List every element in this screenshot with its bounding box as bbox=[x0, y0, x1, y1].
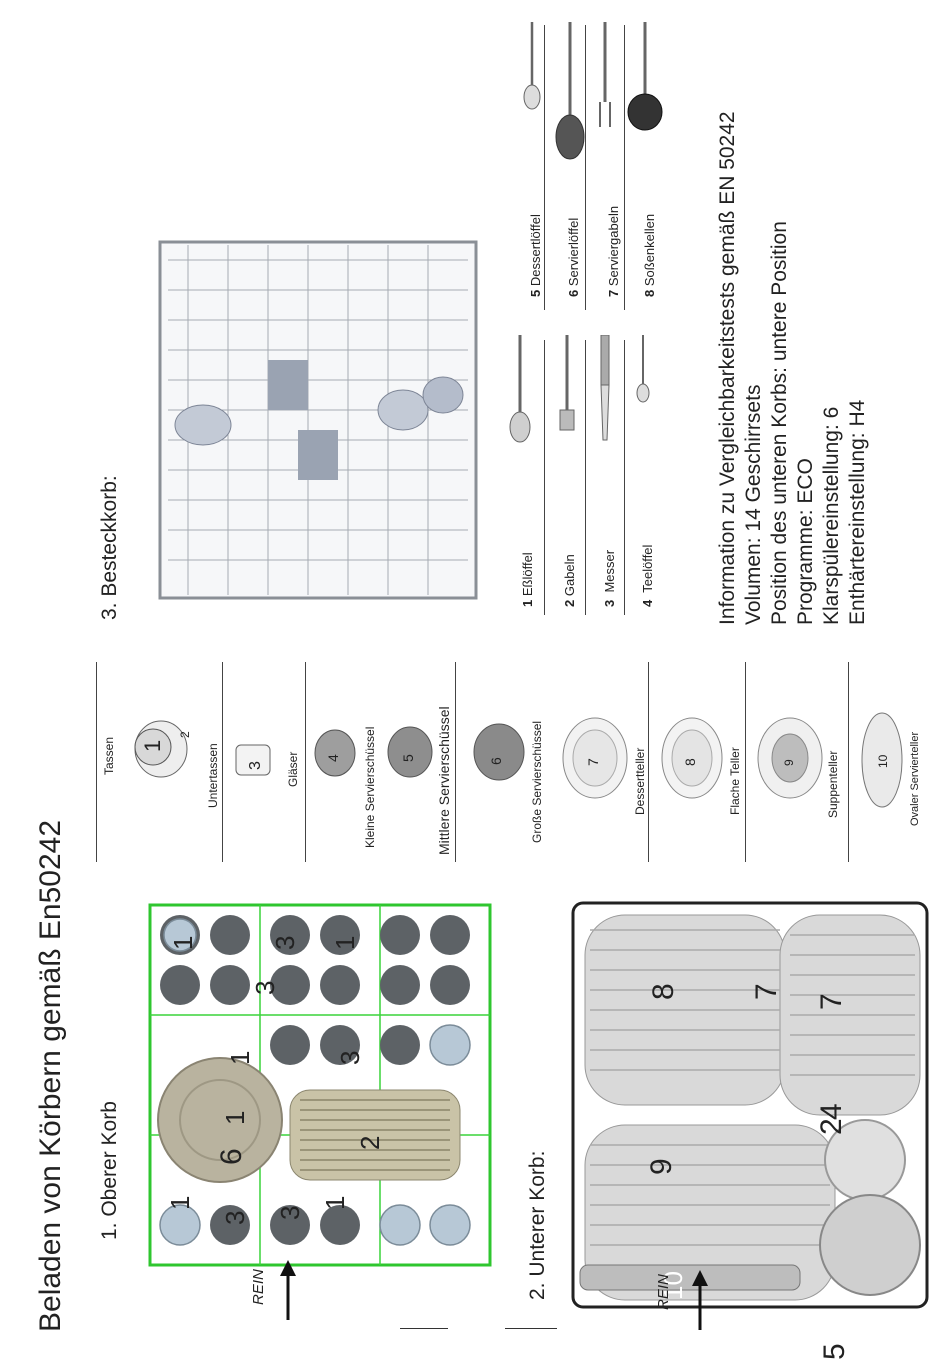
lower-label: 5 bbox=[818, 1343, 851, 1360]
ladle-icon bbox=[627, 22, 663, 131]
info-line: Information zu Vergleichbarkeitstests ge… bbox=[716, 111, 739, 625]
upper-label: 1 bbox=[220, 1110, 250, 1125]
legend-label-ovaler: Ovaler Servierteller bbox=[909, 731, 921, 826]
upper-basket-heading: 1. Oberer Korb bbox=[98, 1101, 121, 1240]
lower-basket-heading: 2. Unterer Korb: bbox=[526, 1150, 549, 1300]
upper-label: 3 bbox=[220, 1210, 250, 1225]
upper-label: 1 bbox=[165, 1195, 195, 1210]
soup-plate-icon bbox=[757, 717, 823, 799]
legend-num: 5 bbox=[400, 754, 416, 762]
upper-label: 3 bbox=[275, 1205, 305, 1220]
lower-direction-arrow-icon bbox=[692, 1270, 708, 1330]
divider-line bbox=[400, 1328, 448, 1329]
upper-direction-arrow-icon bbox=[280, 1260, 296, 1320]
dessert-plate-icon bbox=[562, 717, 628, 799]
legend-divider bbox=[455, 662, 456, 862]
upper-direction-label: REIN bbox=[250, 1269, 267, 1305]
serving-spoon-icon bbox=[555, 22, 585, 160]
legend-divider bbox=[648, 662, 649, 862]
lower-label: 2 bbox=[815, 1118, 848, 1135]
teaspoon-icon bbox=[636, 335, 650, 403]
tablespoon-icon bbox=[509, 335, 531, 443]
legend-divider bbox=[745, 662, 746, 862]
lower-label: 8 bbox=[647, 983, 680, 1000]
cutlery-divider bbox=[544, 340, 545, 615]
info-line: Volumen: 14 Geschirrsets bbox=[742, 384, 765, 625]
cutlery-item-7: 7 Serviergabeln bbox=[606, 205, 621, 297]
legend-label-untertassen: Untertassen bbox=[206, 743, 220, 808]
cutlery-item-2: 2 Gabeln bbox=[562, 554, 577, 607]
knife-icon bbox=[600, 335, 610, 441]
upper-label: 1 bbox=[320, 1195, 350, 1210]
cutlery-item-6: 6 Servierlöffel bbox=[566, 217, 581, 297]
legend-num: 8 bbox=[682, 758, 698, 766]
glass-icon bbox=[235, 744, 271, 776]
legend-num: 6 bbox=[488, 757, 504, 765]
info-line: Enthärtereinstellung: H4 bbox=[846, 399, 869, 625]
upper-label: 1 bbox=[225, 1050, 255, 1065]
legend-label-tassen: Tassen bbox=[102, 736, 116, 775]
oval-platter-icon bbox=[861, 712, 903, 808]
cutlery-divider bbox=[585, 25, 586, 310]
legend-num: 3 bbox=[247, 761, 264, 770]
cutlery-divider bbox=[585, 340, 586, 615]
cup-saucer-icon bbox=[134, 720, 188, 778]
legend-label-suppenteller: Suppenteller bbox=[826, 750, 840, 818]
lower-label: 7 bbox=[750, 983, 783, 1000]
lower-basket-illustration bbox=[571, 901, 929, 1309]
lower-direction-label: REIN bbox=[655, 1274, 672, 1310]
legend-label-dessertteller: Dessertteller bbox=[633, 747, 647, 815]
cutlery-item-8: 8 Soßenkellen bbox=[642, 213, 657, 297]
upper-label: 6 bbox=[215, 1148, 248, 1165]
cutlery-divider bbox=[624, 340, 625, 615]
medium-bowl-icon bbox=[387, 726, 433, 778]
upper-basket-illustration bbox=[148, 903, 492, 1267]
legend-divider bbox=[848, 662, 849, 862]
legend-label-mittlere: Mittlere Servierschüssel bbox=[436, 706, 452, 855]
upper-label: 1 bbox=[330, 935, 360, 950]
fork-icon bbox=[559, 335, 575, 431]
dessert-spoon-icon bbox=[523, 22, 541, 110]
flat-plate-icon bbox=[661, 717, 723, 799]
legend-sub-num: 2 bbox=[178, 731, 192, 738]
cutlery-divider bbox=[544, 25, 545, 310]
lower-label: 7 bbox=[815, 993, 848, 1010]
cutlery-heading: 3. Besteckkorb: bbox=[98, 475, 121, 620]
legend-num: 4 bbox=[325, 754, 341, 762]
upper-label: 2 bbox=[355, 1135, 385, 1150]
cutlery-divider bbox=[624, 25, 625, 310]
legend-label-kleine: Kleine Servierschüssel bbox=[363, 726, 377, 848]
legend-label-glaeser: Gläser bbox=[286, 751, 300, 787]
legend-num: 10 bbox=[876, 754, 890, 768]
serving-fork-icon bbox=[599, 22, 611, 127]
cutlery-item-5: 5 Dessertlöffel bbox=[528, 214, 543, 297]
cutlery-item-4: 4 Teelöffel bbox=[640, 544, 655, 607]
divider-line bbox=[505, 1328, 557, 1329]
legend-divider bbox=[96, 662, 97, 862]
cutlery-basket-illustration bbox=[158, 240, 478, 600]
cutlery-item-3: 3 Messer bbox=[602, 549, 617, 607]
large-bowl-icon bbox=[473, 723, 525, 781]
info-block: Information zu Vergleichbarkeitstests ge… bbox=[715, 111, 871, 625]
info-line: Klarspülereinstellung: 6 bbox=[820, 406, 843, 625]
small-bowl-icon bbox=[314, 729, 356, 777]
lower-label: 9 bbox=[645, 1158, 678, 1175]
info-line: Programme: ECO bbox=[794, 458, 817, 625]
page-title: Beladen von Körbern gemäß En50242 bbox=[34, 819, 67, 1332]
upper-label: 3 bbox=[250, 980, 280, 995]
legend-divider bbox=[222, 662, 223, 862]
legend-num: 9 bbox=[782, 759, 796, 766]
cutlery-item-1: 1 Eßlöffel bbox=[520, 552, 535, 607]
legend-num: 1 bbox=[140, 739, 165, 752]
legend-label-grosse: Große Servierschüssel bbox=[530, 720, 544, 843]
legend-label-flache: Flache Teller bbox=[728, 747, 742, 815]
upper-label: 3 bbox=[335, 1050, 365, 1065]
upper-label: 3 bbox=[270, 935, 300, 950]
info-line: Position des unteren Korbs: untere Posit… bbox=[768, 221, 791, 625]
legend-num: 7 bbox=[585, 758, 601, 766]
legend-divider bbox=[305, 662, 306, 862]
upper-label: 1 bbox=[168, 935, 198, 950]
